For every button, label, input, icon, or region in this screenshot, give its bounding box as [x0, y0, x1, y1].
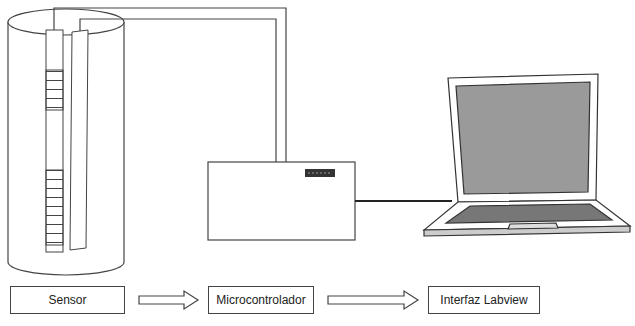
box-label: Interfaz Labview [440, 293, 527, 307]
box-label: Microcontrolador [216, 293, 305, 307]
sensor-strips [46, 30, 88, 252]
usb-cable [355, 200, 452, 202]
laptop [424, 74, 630, 236]
flow-arrow [328, 291, 418, 309]
flow-arrow [139, 291, 198, 309]
block-arrow [328, 291, 418, 309]
process-box: Microcontrolador [208, 286, 314, 314]
process-box: Interfaz Labview [428, 286, 540, 314]
process-box: Sensor [10, 286, 125, 314]
microcontroller-board [208, 162, 355, 240]
tank-cylinder [8, 9, 124, 275]
sensor-wires [54, 8, 286, 162]
block-arrow [139, 291, 198, 309]
box-label: Sensor [48, 293, 86, 307]
